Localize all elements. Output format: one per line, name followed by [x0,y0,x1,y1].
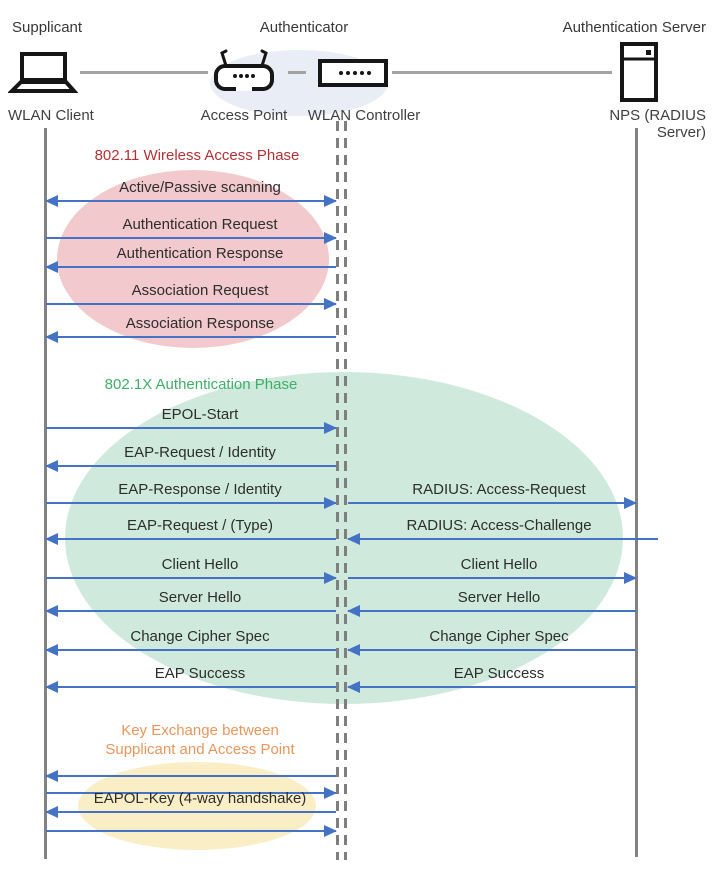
message-label: EAP-Response / Identity [118,481,282,498]
message-arrow [46,787,337,799]
message-label: EAP-Request / (Type) [127,517,273,534]
arrowhead-left-icon [45,331,58,343]
arrowhead-right-icon [324,497,337,509]
message-label: Client Hello [460,556,538,573]
lifeline-wlan-client [44,128,47,859]
laptop-icon [8,52,78,93]
phase3-title-line1: Key Exchange between [121,722,279,739]
message-arrow [347,605,636,617]
arrowhead-right-icon [324,195,337,207]
message-arrow [45,460,336,472]
message-label: RADIUS: Access-Challenge [406,517,592,534]
arrowhead-left-icon [45,644,58,656]
lifeline-wlan-controller-dash-left [336,121,339,860]
message-label: EPOL-Start [161,406,239,423]
arrowhead-right-icon [324,787,337,799]
node-label-nps-radius-server: NPS (RADIUS Server) [609,107,706,141]
message-arrow [347,681,636,693]
message-arrow [45,806,336,818]
lifeline-radius-server [635,128,638,857]
node-label-wlan-client: WLAN Client [8,107,94,124]
arrowhead-right-icon [324,825,337,837]
node-label-wlan-controller: WLAN Controller [307,107,421,124]
message-arrow [45,605,336,617]
message-arrow [45,331,336,343]
message-arrow [45,681,336,693]
arrowhead-right-icon [324,422,337,434]
connector-line [392,71,612,74]
arrowhead-left-icon [347,605,360,617]
role-supplicant: Supplicant [12,19,83,36]
message-label: EAP Success [154,665,246,682]
connector-dash [288,71,306,74]
arrowhead-right-icon [324,232,337,244]
arrowhead-left-icon [347,533,360,545]
message-arrow [45,770,336,782]
message-arrow [347,644,636,656]
message-arrow [45,644,336,656]
arrowhead-left-icon [45,195,58,207]
arrowhead-right-icon [624,572,637,584]
node-label-access-point: Access Point [200,107,288,124]
arrowhead-left-icon [45,770,58,782]
arrowhead-left-icon [45,460,58,472]
message-arrow [45,261,336,273]
message-label: Authentication Request [122,216,278,233]
wlan-controller-icon [318,59,388,87]
message-label: EAP-Request / Identity [124,444,276,461]
message-label: EAPOL-Key (4-way handshake) [93,790,307,807]
message-arrow [46,298,337,310]
arrowhead-left-icon [45,681,58,693]
message-arrow [347,533,658,545]
server-icon [620,42,658,102]
message-arrow [45,533,336,545]
message-arrow [45,195,337,207]
message-label: Server Hello [158,589,242,606]
arrowhead-right-icon [624,497,637,509]
phase2-title: 802.1X Authentication Phase [104,376,298,393]
phase3-title-line2: Supplicant and Access Point [105,741,295,758]
message-arrow [348,572,637,584]
message-label: Server Hello [457,589,541,606]
message-label: RADIUS: Access-Request [412,481,586,498]
arrowhead-left-icon [45,261,58,273]
arrowhead-left-icon [45,806,58,818]
message-label: Change Cipher Spec [130,628,270,645]
access-point-icon [214,49,274,91]
phase1-ellipse [57,170,329,348]
message-arrow [46,422,337,434]
message-arrow [46,825,337,837]
connector-line [80,71,208,74]
lifeline-wlan-controller-dash-right [344,121,347,860]
role-authentication-server: Authentication Server [562,19,706,36]
message-label: Change Cipher Spec [429,628,569,645]
message-label: Client Hello [161,556,239,573]
message-label: Association Response [125,315,275,332]
arrowhead-right-icon [324,572,337,584]
arrowhead-left-icon [347,644,360,656]
message-label: Authentication Response [116,245,284,262]
message-arrow [348,497,637,509]
message-arrow [46,232,337,244]
phase3-title: Key Exchange between Supplicant and Acce… [65,721,335,759]
arrowhead-right-icon [324,298,337,310]
arrowhead-left-icon [45,533,58,545]
message-label: EAP Success [453,665,545,682]
phase1-title: 802.11 Wireless Access Phase [94,147,300,164]
role-authenticator: Authenticator [259,19,349,36]
message-label: Association Request [131,282,269,299]
message-label: Active/Passive scanning [119,179,281,196]
arrowhead-left-icon [347,681,360,693]
message-arrow [46,497,337,509]
message-arrow [46,572,337,584]
arrowhead-left-icon [45,605,58,617]
